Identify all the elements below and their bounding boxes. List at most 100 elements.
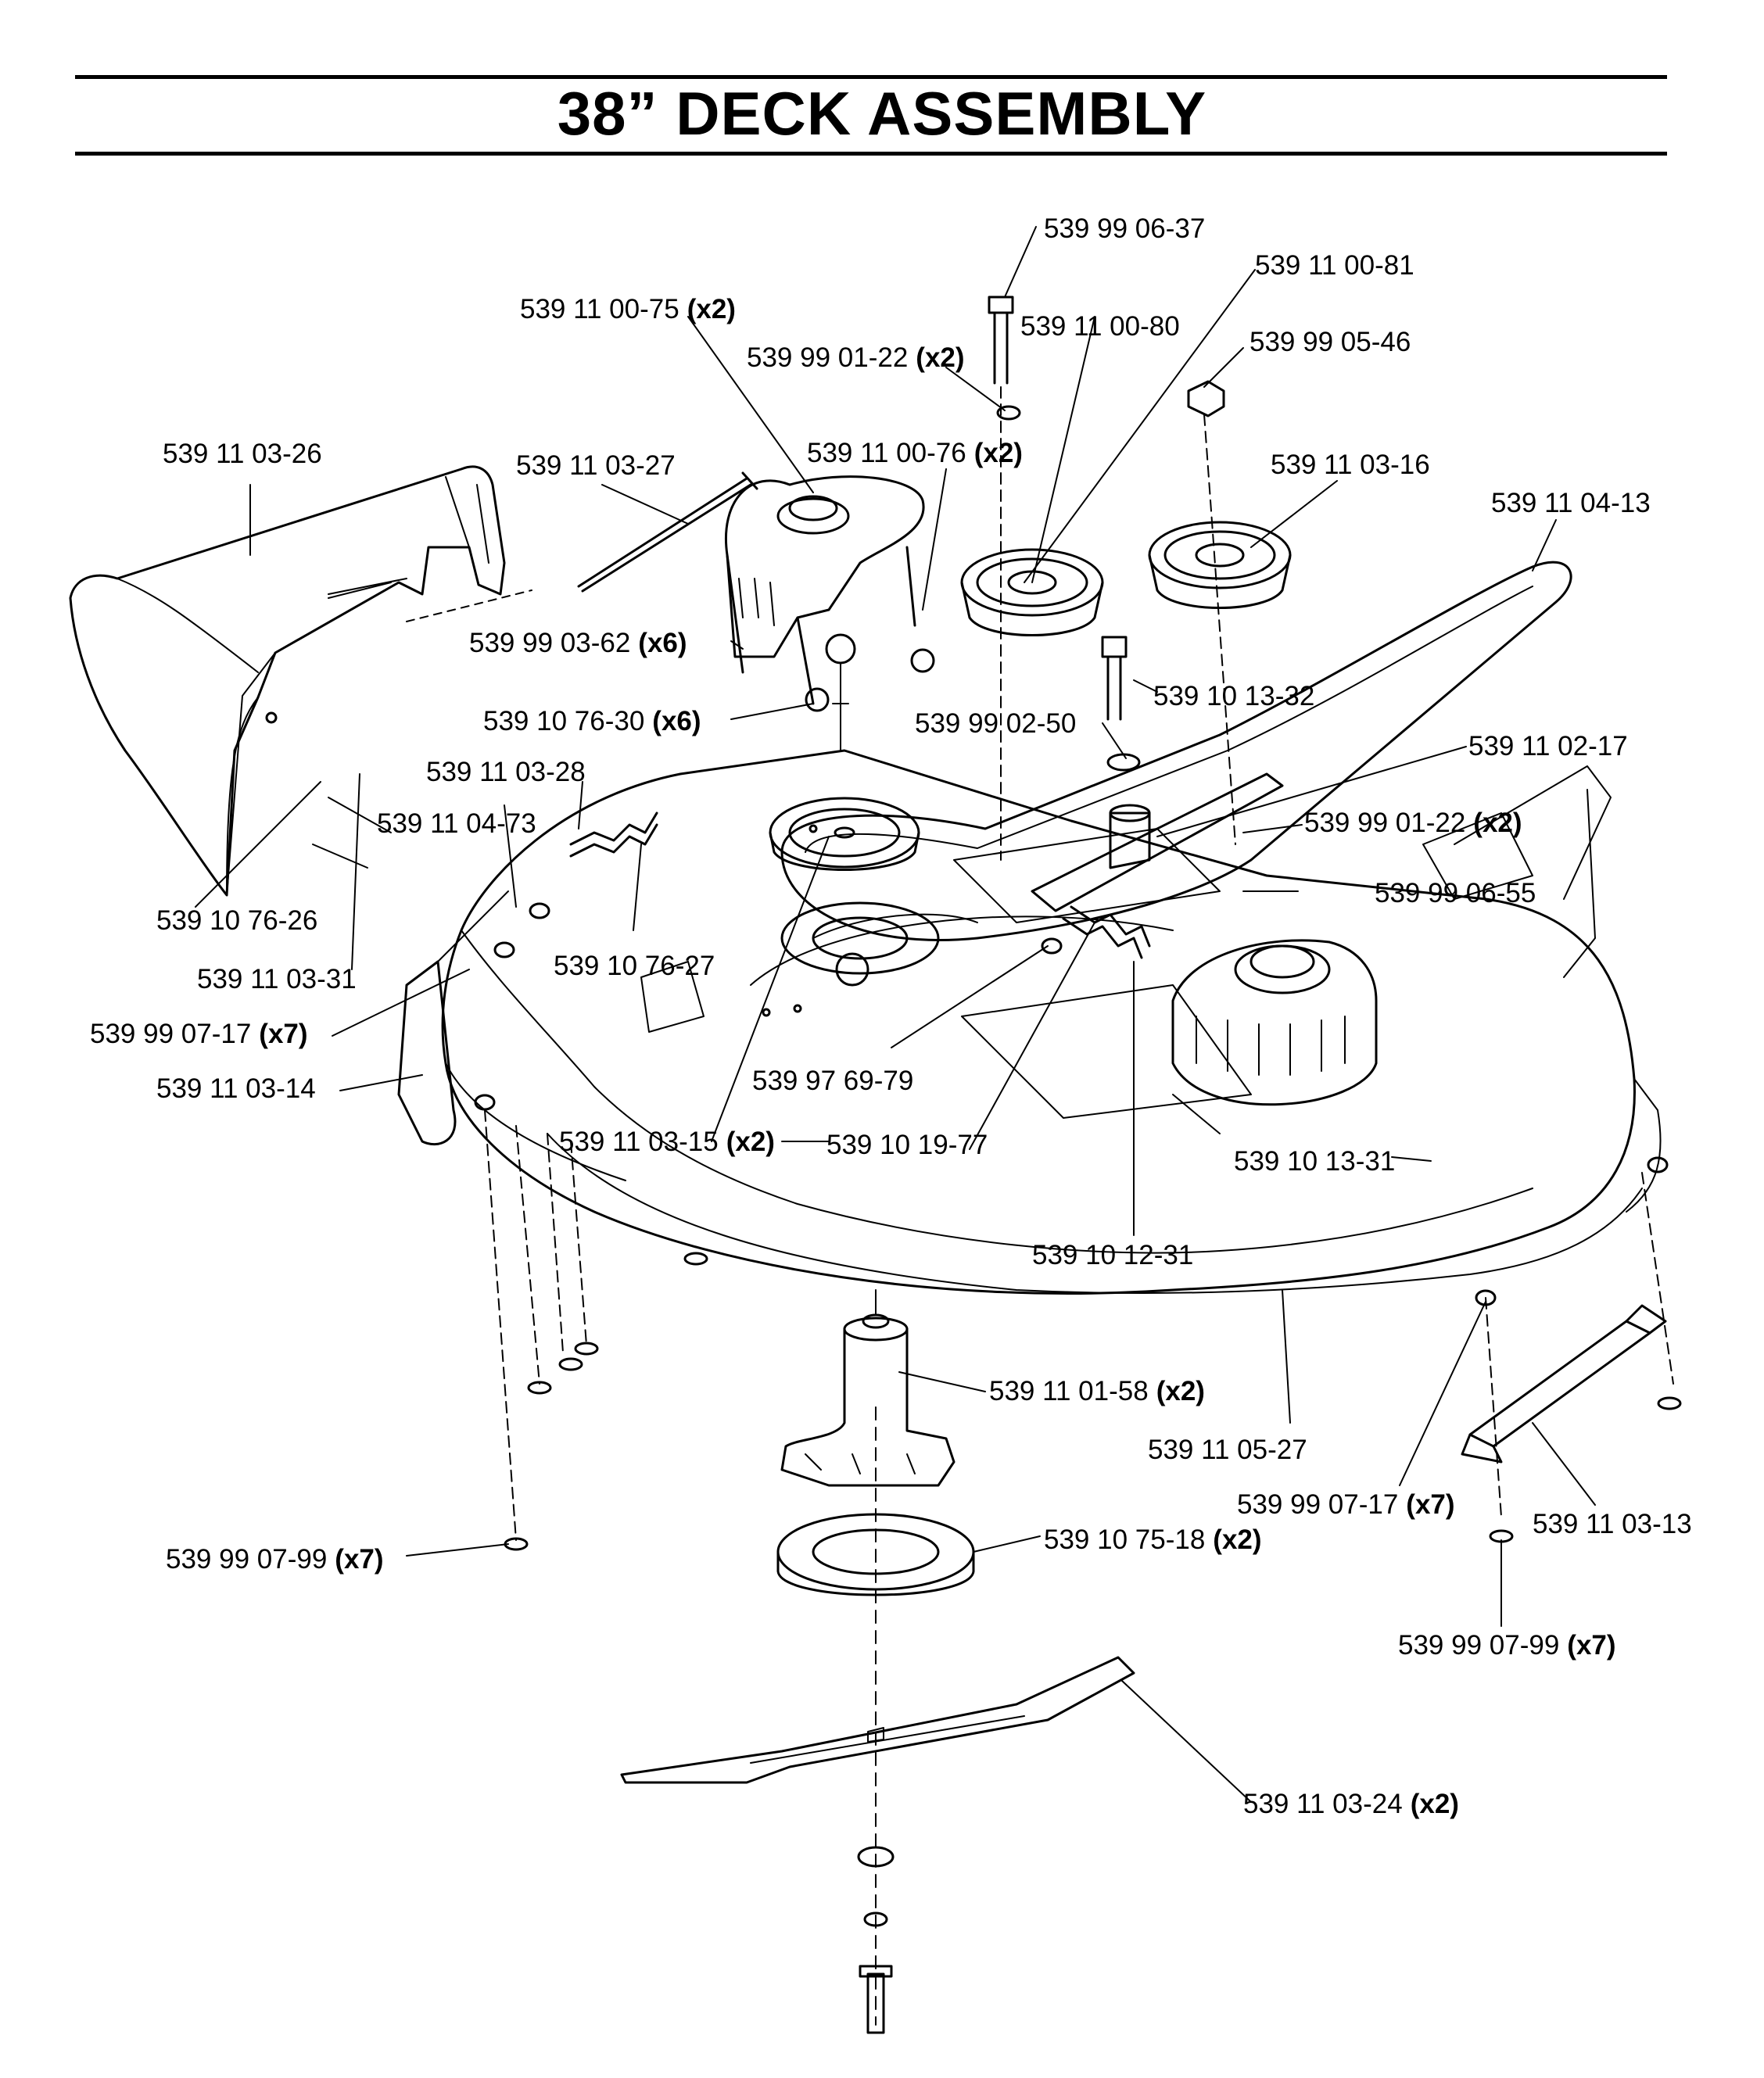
part-number: 539 99 06-37 <box>1044 213 1206 244</box>
callout-539-11-04-13: 539 11 04-13 <box>1491 489 1658 517</box>
callout-539-11-03-28: 539 11 03-28 <box>426 758 593 786</box>
callout-539-99-06-55: 539 99 06-55 <box>1375 880 1544 907</box>
part-number: 539 11 05-27 <box>1148 1435 1307 1465</box>
callout-539-11-00-80: 539 11 00-80 <box>1020 313 1188 340</box>
blade-bolt-stack <box>857 1406 895 2034</box>
callout-539-10-13-32: 539 10 13-32 <box>1153 683 1322 710</box>
spring-left <box>569 811 658 858</box>
part-qty: (x2) <box>973 438 1023 468</box>
part-number: 539 11 04-13 <box>1491 488 1651 518</box>
part-number: 539 99 03-62 <box>469 628 631 658</box>
spindle-pulley <box>769 797 920 871</box>
part-number: 539 99 05-46 <box>1250 327 1411 357</box>
part-number: 539 10 13-31 <box>1234 1146 1396 1177</box>
part-number: 539 97 69-79 <box>752 1066 914 1096</box>
part-number: 539 10 76-30 <box>483 706 645 736</box>
part-number: 539 99 07-17 <box>1237 1489 1399 1520</box>
part-number: 539 99 07-99 <box>166 1544 328 1575</box>
page-title: 38” DECK ASSEMBLY <box>557 79 1207 148</box>
part-qty: (x6) <box>652 706 701 736</box>
callout-539-11-04-73: 539 11 04-73 <box>377 810 544 837</box>
part-number: 539 11 03-26 <box>163 439 322 469</box>
spring-center <box>1062 905 1151 959</box>
callout-539-10-76-30: 539 10 76-30(x6) <box>483 708 701 735</box>
discharge-chute <box>69 465 506 897</box>
part-qty: (x2) <box>1156 1376 1205 1406</box>
part-qty: (x7) <box>1406 1489 1455 1520</box>
callout-539-11-03-16: 539 11 03-16 <box>1271 451 1438 478</box>
part-qty: (x7) <box>259 1019 308 1049</box>
part-qty: (x7) <box>1567 1630 1616 1661</box>
part-number: 539 11 02-17 <box>1468 731 1628 761</box>
callout-539-11-03-26: 539 11 03-26 <box>163 440 330 468</box>
chute-rod <box>577 471 758 593</box>
callout-539-10-19-77: 539 10 19-77 <box>826 1131 995 1159</box>
part-number: 539 11 03-31 <box>197 964 357 994</box>
part-qty: (x2) <box>1410 1789 1459 1819</box>
part-number: 539 99 02-50 <box>915 708 1077 739</box>
part-qty: (x7) <box>335 1544 384 1575</box>
part-number: 539 99 07-17 <box>90 1019 252 1049</box>
part-number: 539 11 04-73 <box>377 808 536 839</box>
part-number: 539 10 12-31 <box>1032 1240 1194 1270</box>
idler-pulley-left <box>960 548 1104 636</box>
part-number: 539 11 03-13 <box>1533 1509 1692 1539</box>
part-qty: (x6) <box>638 628 687 658</box>
callout-539-11-02-17: 539 11 02-17 <box>1468 733 1636 760</box>
callout-539-99-06-37: 539 99 06-37 <box>1044 215 1213 242</box>
deck-bracket-left <box>397 890 509 1146</box>
callout-539-11-00-81: 539 11 00-81 <box>1255 252 1422 279</box>
callout-539-11-03-15: 539 11 03-15(x2) <box>559 1128 775 1155</box>
title-rule-top <box>75 75 1667 79</box>
callout-539-99-07-17-left: 539 99 07-17(x7) <box>90 1020 308 1048</box>
callout-539-10-13-31: 539 10 13-31 <box>1234 1148 1403 1175</box>
nut-top <box>1187 380 1236 845</box>
callout-539-10-12-31: 539 10 12-31 <box>1032 1241 1201 1269</box>
pulley-cover-rear <box>725 475 935 751</box>
part-number: 539 11 03-15 <box>559 1127 719 1157</box>
part-qty: (x2) <box>726 1127 775 1157</box>
chute-leader-dashed <box>406 589 532 622</box>
part-number: 539 10 75-18 <box>1044 1524 1206 1555</box>
part-number: 539 11 03-28 <box>426 757 586 787</box>
fastener-bolts <box>474 902 1682 1551</box>
part-number: 539 99 06-55 <box>1375 878 1536 908</box>
callout-539-11-03-24: 539 11 03-24(x2) <box>1243 1790 1459 1818</box>
callout-539-99-07-99-right: 539 99 07-99(x7) <box>1398 1632 1616 1659</box>
mower-blade <box>620 1656 1135 1784</box>
callout-539-99-02-50: 539 99 02-50 <box>915 710 1084 737</box>
part-qty: (x2) <box>687 294 736 324</box>
part-qty: (x2) <box>1473 808 1522 838</box>
part-number: 539 11 00-81 <box>1255 250 1414 281</box>
callout-539-99-05-46: 539 99 05-46 <box>1250 328 1418 356</box>
part-number: 539 10 13-32 <box>1153 681 1315 711</box>
part-number: 539 11 03-27 <box>516 450 676 481</box>
callout-539-99-03-62: 539 99 03-62(x6) <box>469 629 687 657</box>
stabilizer-bar <box>1461 1304 1667 1464</box>
part-number: 539 11 03-24 <box>1243 1789 1403 1819</box>
part-number: 539 99 01-22 <box>1304 808 1466 838</box>
part-number: 539 11 00-76 <box>807 438 966 468</box>
deck-shell <box>441 749 1662 1295</box>
pulley-cover-front <box>1171 939 1378 1106</box>
callout-539-10-75-18: 539 10 75-18(x2) <box>1044 1526 1262 1553</box>
part-number: 539 10 76-27 <box>554 951 715 981</box>
callout-539-10-76-26: 539 10 76-26 <box>156 907 325 934</box>
callout-539-11-03-31: 539 11 03-31 <box>197 966 364 993</box>
part-number: 539 11 03-14 <box>156 1073 316 1104</box>
callout-539-11-05-27: 539 11 05-27 <box>1148 1436 1315 1464</box>
callout-539-97-69-79: 539 97 69-79 <box>752 1067 921 1095</box>
part-qty: (x2) <box>916 342 965 373</box>
part-number: 539 99 01-22 <box>747 342 909 373</box>
callout-539-99-01-22-right: 539 99 01-22(x2) <box>1304 809 1522 837</box>
part-number: 539 11 01-58 <box>989 1376 1149 1406</box>
part-number: 539 99 07-99 <box>1398 1630 1560 1661</box>
part-number: 539 10 19-77 <box>826 1130 988 1160</box>
leader-lines <box>195 226 1596 1803</box>
callout-539-11-03-13: 539 11 03-13 <box>1533 1510 1700 1538</box>
callout-539-10-76-27: 539 10 76-27 <box>554 952 722 980</box>
callout-539-11-03-27: 539 11 03-27 <box>516 452 683 479</box>
title-rule-bottom <box>75 152 1667 156</box>
callout-539-11-03-14: 539 11 03-14 <box>156 1075 324 1102</box>
